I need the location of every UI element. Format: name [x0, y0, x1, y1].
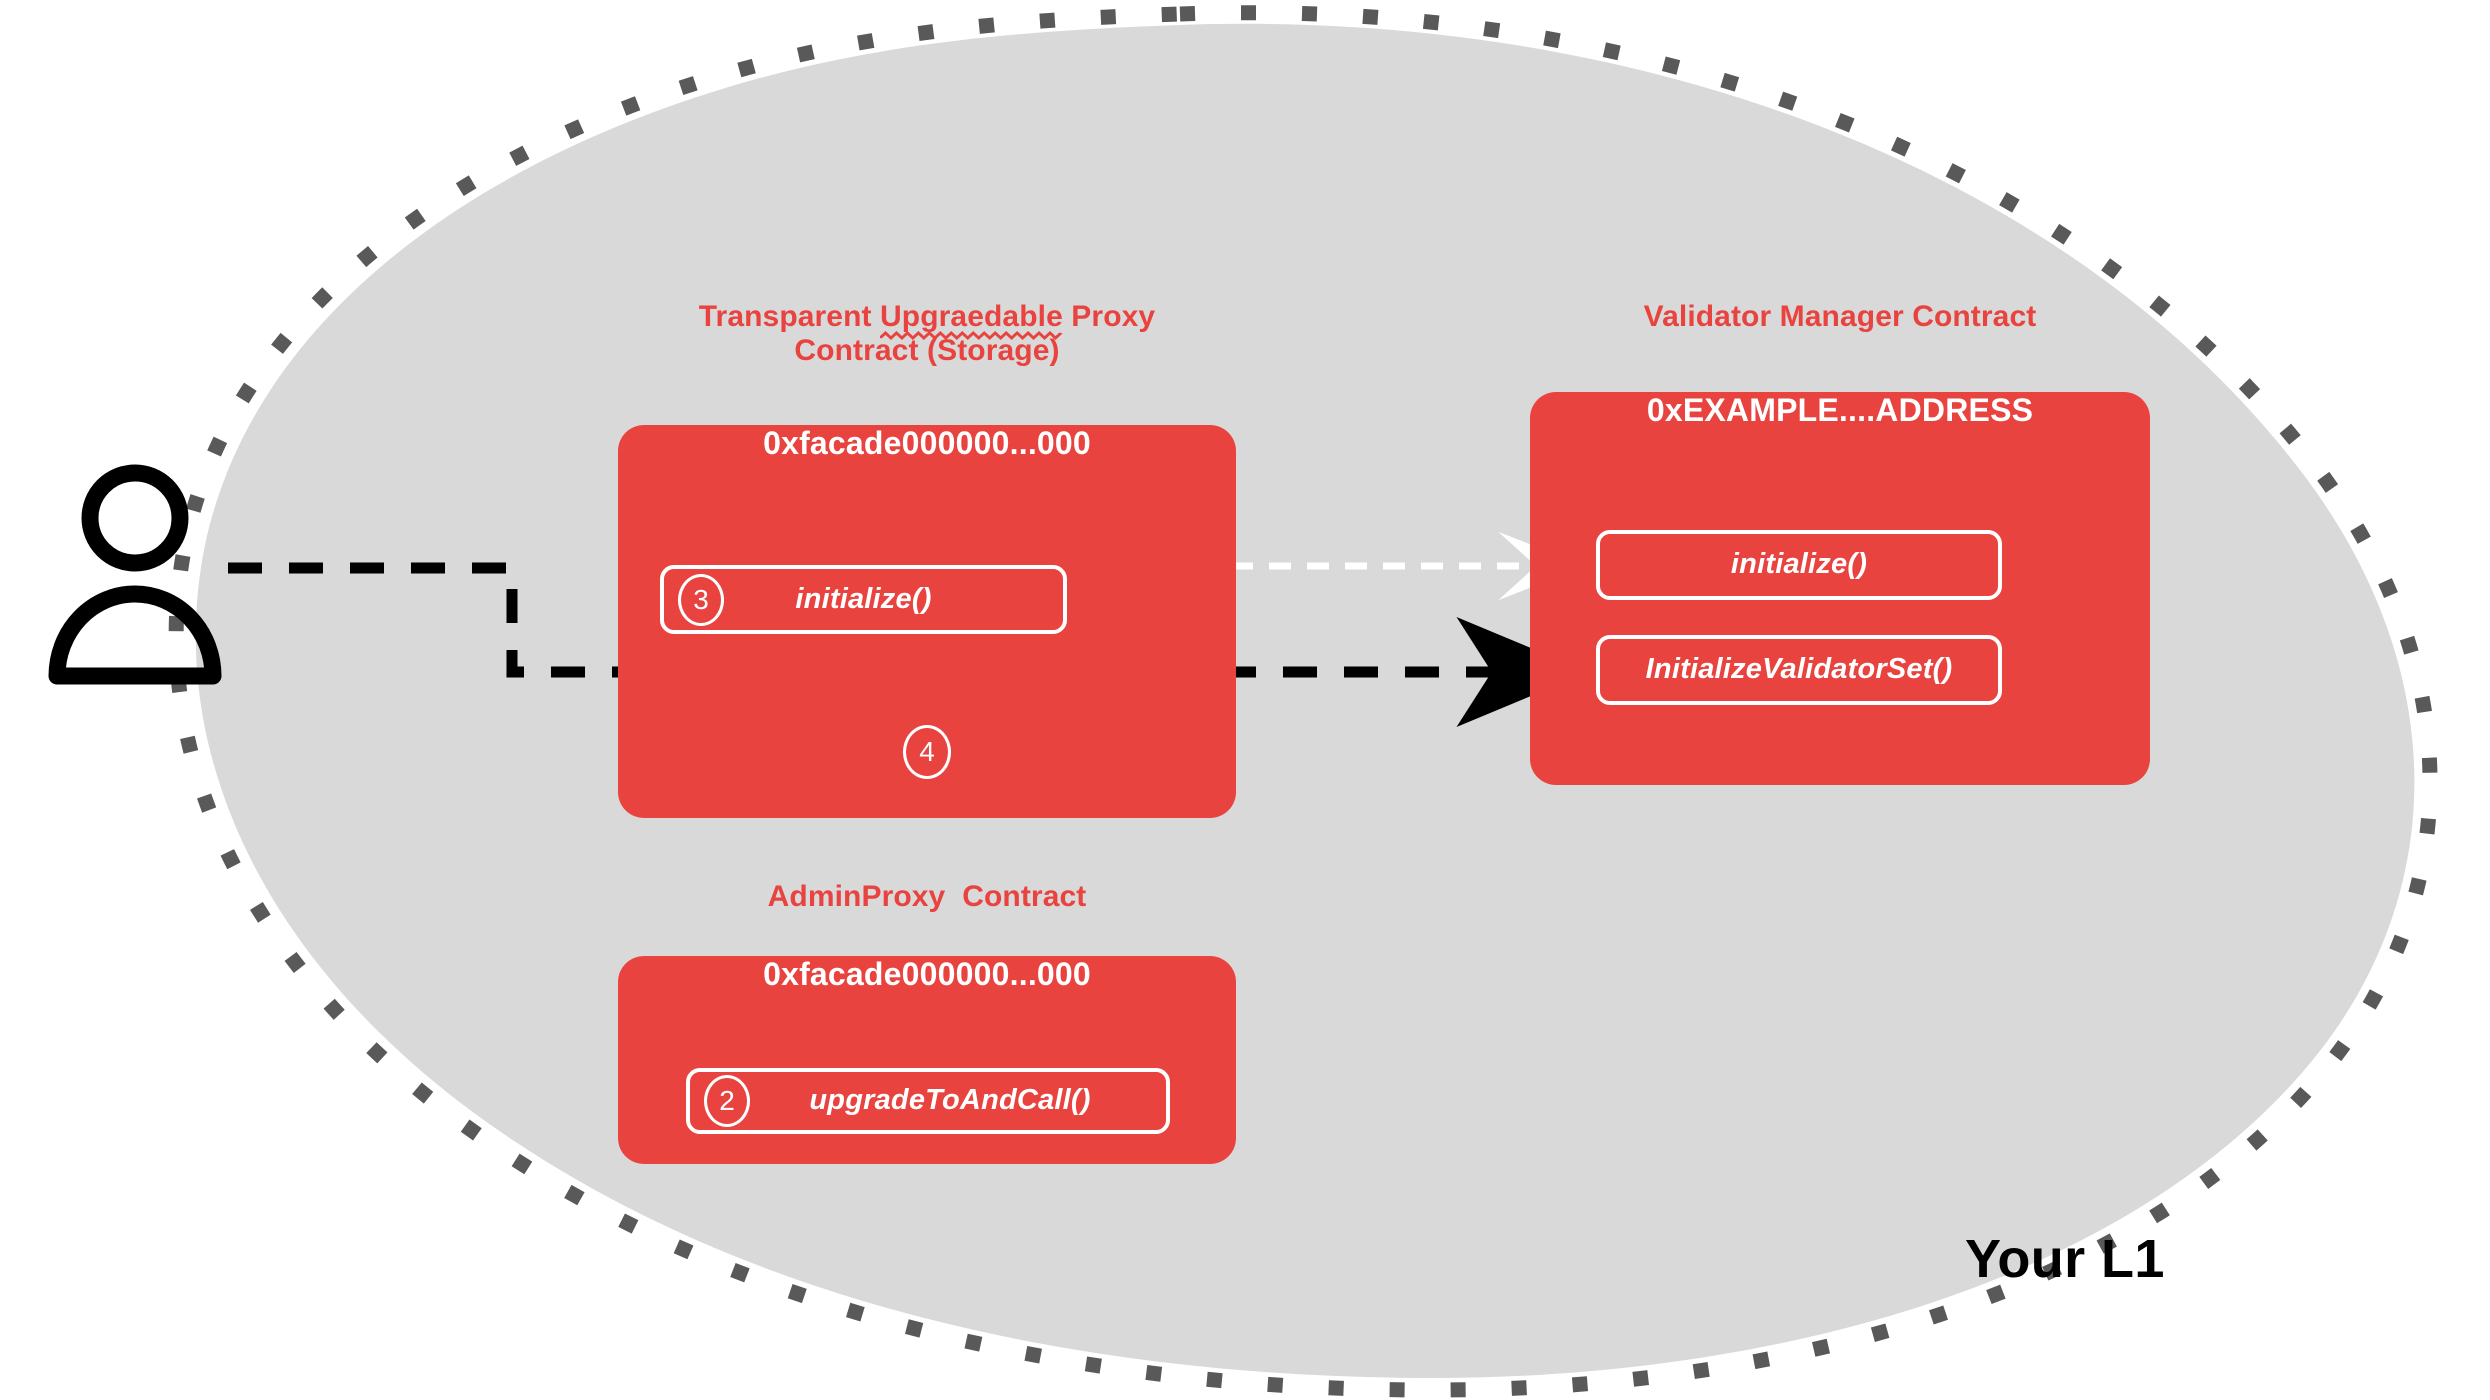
contract-title-admin-proxy: AdminProxy Contract: [767, 880, 1087, 913]
vmc-function-initialize-label: initialize(): [1730, 548, 1868, 581]
proxy-title-suffix: Proxy: [1062, 300, 1156, 333]
admin-function-upgrade-to-and-call[interactable]: 2 upgradeToAndCall(): [686, 1067, 1170, 1134]
spellcheck-squiggle-icon: [880, 330, 1063, 340]
vmc-function-initialize-validator-set-label: InitializeValidatorSet(): [1645, 653, 1953, 686]
proxy-function-initialize[interactable]: 3 initialize(): [660, 565, 1067, 635]
proxy-title-prefix: Transparent: [698, 300, 881, 333]
contract-admin-proxy: AdminProxy Contract 0xfacade000000...000…: [618, 880, 1236, 1164]
proxy-title-line2: Contract (Storage): [794, 333, 1060, 367]
user-actor-icon: [48, 464, 222, 685]
vmc-function-initialize[interactable]: initialize(): [1596, 529, 2002, 600]
validator-manager-address: 0xEXAMPLE....ADDRESS: [1646, 391, 2034, 428]
contract-validator-manager: Validator Manager Contract 0xEXAMPLE....…: [1530, 300, 2150, 785]
admin-proxy-address: 0xfacade000000...000: [763, 955, 1091, 992]
step-badge-3: 3: [678, 573, 724, 626]
proxy-title-misspelled-text: Upgraedable: [880, 300, 1063, 333]
proxy-function-initialize-label: initialize(): [795, 583, 932, 616]
step-badge-2: 2: [704, 1074, 750, 1127]
proxy-contract-card: 0xfacade000000...000 3 initialize() 4: [618, 425, 1236, 819]
validator-manager-card: 0xEXAMPLE....ADDRESS initialize() Initia…: [1530, 391, 2150, 785]
admin-function-upgrade-to-and-call-label: upgradeToAndCall(): [809, 1084, 1091, 1117]
step-badge-4: 4: [903, 725, 951, 780]
proxy-title-misspelled-word: Upgraedable: [880, 300, 1063, 340]
admin-proxy-card: 0xfacade000000...000 2 upgradeToAndCall(…: [618, 955, 1236, 1164]
vmc-function-initialize-validator-set[interactable]: InitializeValidatorSet(): [1596, 634, 2002, 705]
environment-label-your-l1: Your L1: [1965, 1229, 2165, 1289]
blob-dashed-border: [168, 5, 2438, 1398]
proxy-contract-address: 0xfacade000000...000: [763, 425, 1091, 462]
contract-title-validator-manager: Validator Manager Contract: [1643, 300, 2037, 333]
